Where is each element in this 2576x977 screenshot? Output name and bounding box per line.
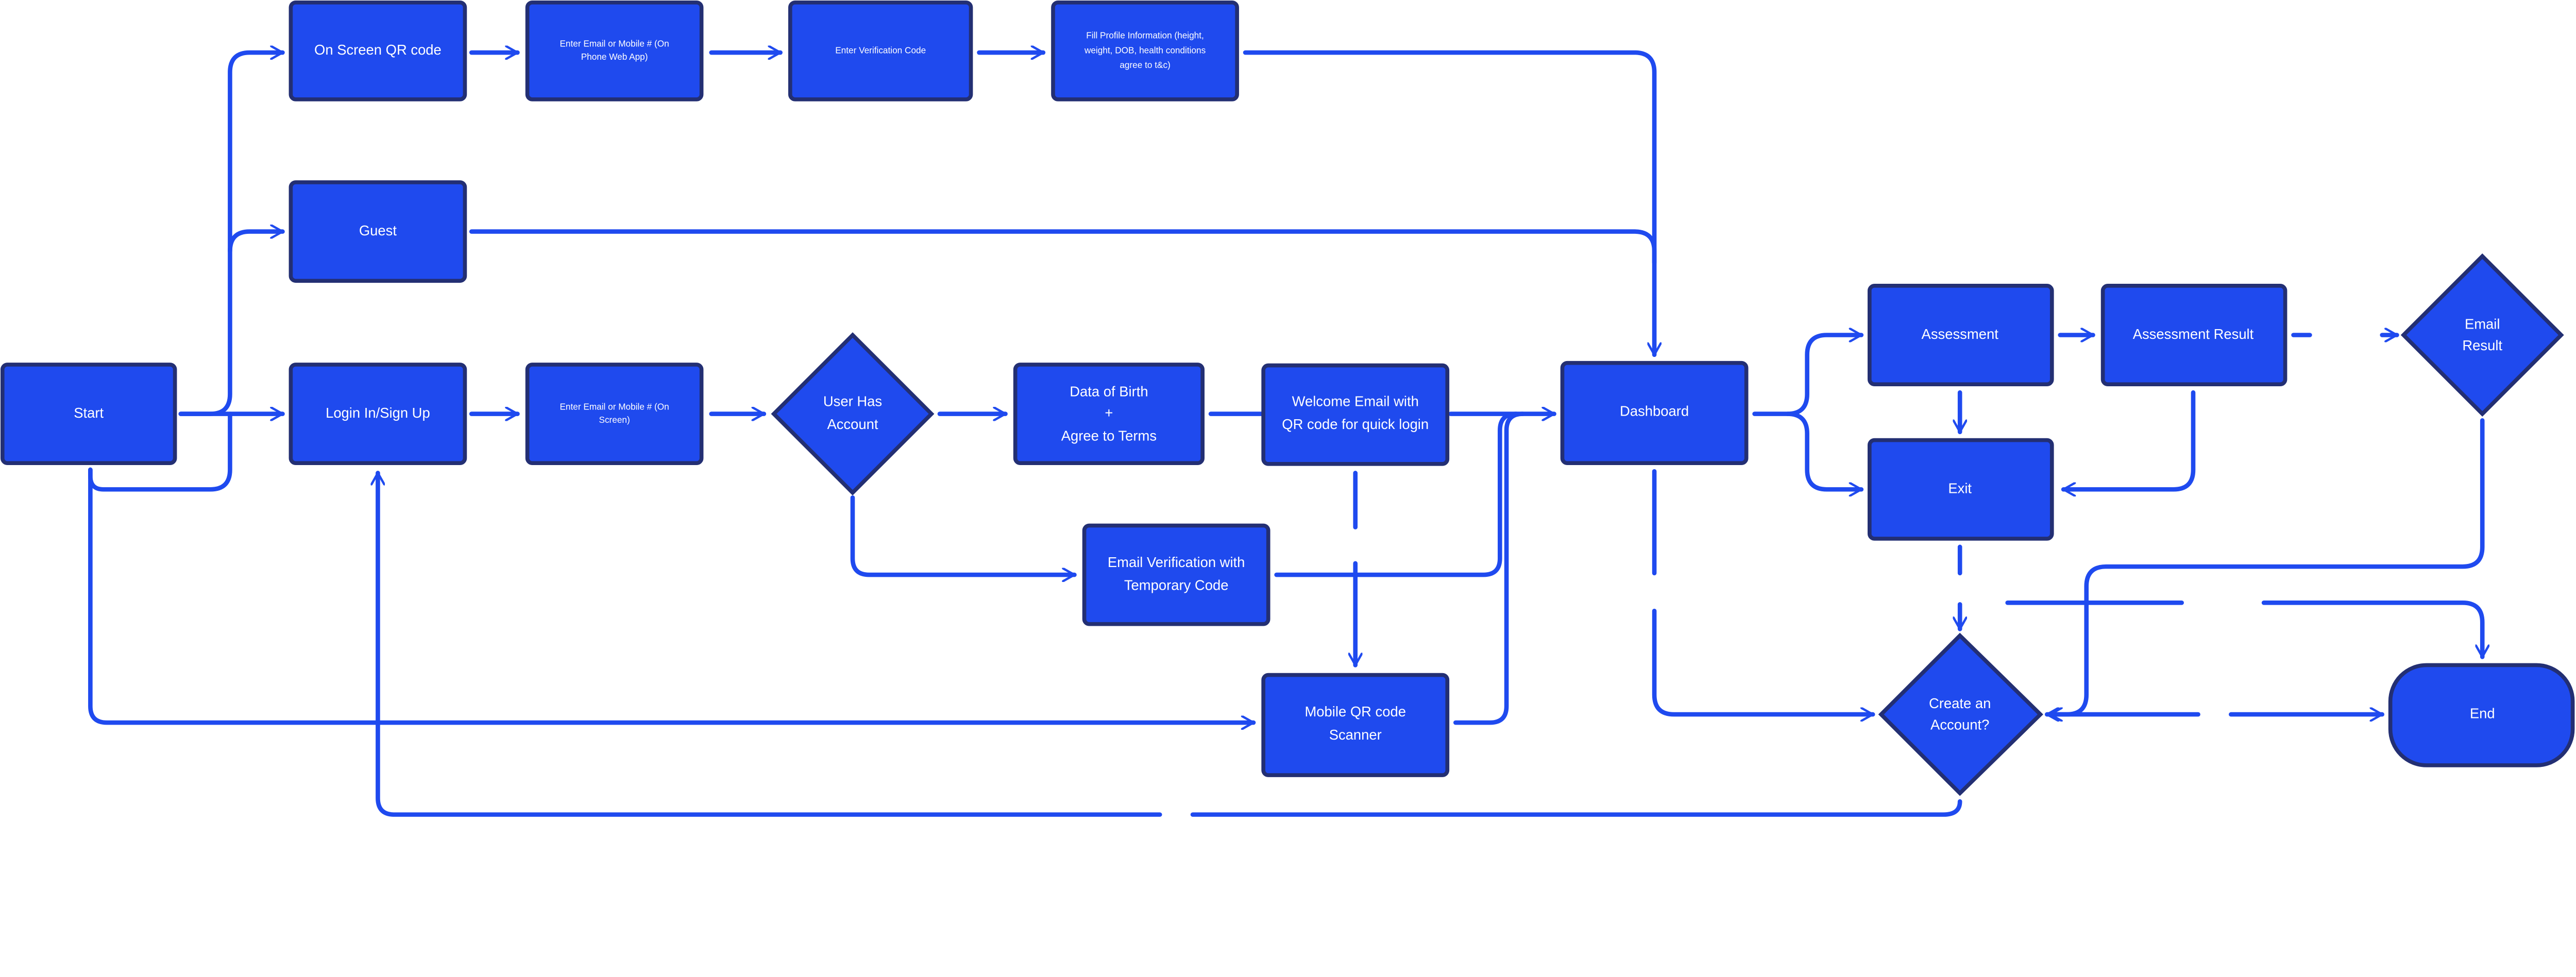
edge-emailverif-dashboard [1274, 412, 1519, 577]
edge-guest-dashboard [469, 229, 1657, 265]
edge-dashboard-assessment [1752, 335, 1864, 416]
node-label: On Screen QR code [314, 42, 442, 58]
edge-result-exit [2061, 390, 2196, 489]
node-mobile-qr[interactable]: Mobile QR code Scanner [1261, 673, 1450, 777]
edge-start-guest [228, 232, 285, 254]
edge-start-mobileqr [88, 467, 1256, 723]
node-dob-terms[interactable]: Data of Birth + Agree to Terms [1013, 363, 1205, 466]
node-label: End [2470, 705, 2495, 721]
edge-create-login-b [378, 471, 1162, 817]
node-label: Create an [1929, 695, 1991, 711]
edge-decision-emailverif [850, 495, 1077, 575]
node-on-screen-qr[interactable]: On Screen QR code [289, 0, 467, 101]
node-assessment[interactable]: Assessment [1867, 284, 2054, 386]
connectors [88, 50, 2485, 817]
node-login[interactable]: Login In/Sign Up [289, 363, 467, 466]
node-label: Account? [1930, 717, 1989, 733]
node-label: Email Verification with [1108, 554, 1245, 570]
node-label: Agree to Terms [1061, 427, 1157, 443]
node-welcome-email[interactable]: Welcome Email with QR code for quick log… [1261, 363, 1450, 466]
node-label: Enter Verification Code [835, 45, 926, 55]
node-label: weight, DOB, health conditions [1084, 45, 1206, 55]
node-enter-email-screen[interactable]: Enter Email or Mobile # (On Screen) [525, 363, 704, 466]
node-label: Exit [1948, 481, 1972, 496]
node-label: Assessment [1922, 326, 1999, 342]
node-assessment-result[interactable]: Assessment Result [2100, 284, 2287, 386]
node-label: QR code for quick login [1282, 416, 1429, 432]
node-label: Dashboard [1620, 403, 1689, 419]
node-fill-profile[interactable]: Fill Profile Information (height, weight… [1051, 0, 1239, 101]
node-label: Assessment Result [2133, 326, 2254, 342]
node-label: Fill Profile Information (height, [1086, 30, 1204, 41]
edge-mobileqr-dashboard [1453, 412, 1526, 725]
edge-dashboard-exit [1785, 412, 1864, 490]
edge-profile-dashboard [1243, 50, 1654, 357]
node-label: Screen) [599, 415, 630, 425]
node-create-account[interactable]: Create an Account? [1878, 632, 2043, 796]
node-label: agree to t&c) [1120, 60, 1171, 70]
node-label: Phone Web App) [581, 52, 648, 62]
node-email-result[interactable]: Email Result [2400, 253, 2564, 417]
node-label: Email [2465, 316, 2500, 332]
edge-dashboard-create-b [1652, 608, 1875, 714]
edge-start-onscreenqr [178, 53, 285, 416]
node-label: Scanner [1329, 727, 1382, 743]
node-label: Enter Email or Mobile # (On [560, 39, 669, 49]
node-end[interactable]: End [2388, 663, 2575, 767]
node-label: Data of Birth [1070, 383, 1148, 399]
node-label: User Has [823, 393, 882, 409]
edge-create-end-top-b [2261, 600, 2482, 659]
node-email-verification[interactable]: Email Verification with Temporary Code [1082, 523, 1270, 626]
node-guest[interactable]: Guest [289, 180, 467, 283]
node-exit[interactable]: Exit [1867, 438, 2054, 541]
node-label: Temporary Code [1124, 577, 1229, 593]
node-label: Mobile QR code [1304, 704, 1406, 719]
node-label: Enter Email or Mobile # (On [560, 401, 669, 412]
node-label: + [1105, 405, 1113, 421]
node-enter-email-phone[interactable]: Enter Email or Mobile # (On Phone Web Ap… [525, 0, 704, 101]
edge-create-login-a [1190, 799, 1962, 817]
node-start[interactable]: Start [0, 363, 177, 466]
node-label: Guest [359, 222, 397, 238]
node-label: Welcome Email with [1292, 393, 1419, 409]
node-enter-verification[interactable]: Enter Verification Code [788, 0, 973, 101]
edge-emailresult-create [2044, 418, 2485, 714]
node-dashboard[interactable]: Dashboard [1560, 361, 1749, 466]
flowchart: Start On Screen QR code Enter Email or M… [0, 0, 2575, 817]
node-label: Start [74, 405, 104, 421]
node-label: Result [2462, 337, 2502, 353]
node-user-has-account[interactable]: User Has Account [771, 332, 935, 496]
node-label: Account [827, 416, 878, 432]
node-label: Login In/Sign Up [326, 405, 430, 421]
